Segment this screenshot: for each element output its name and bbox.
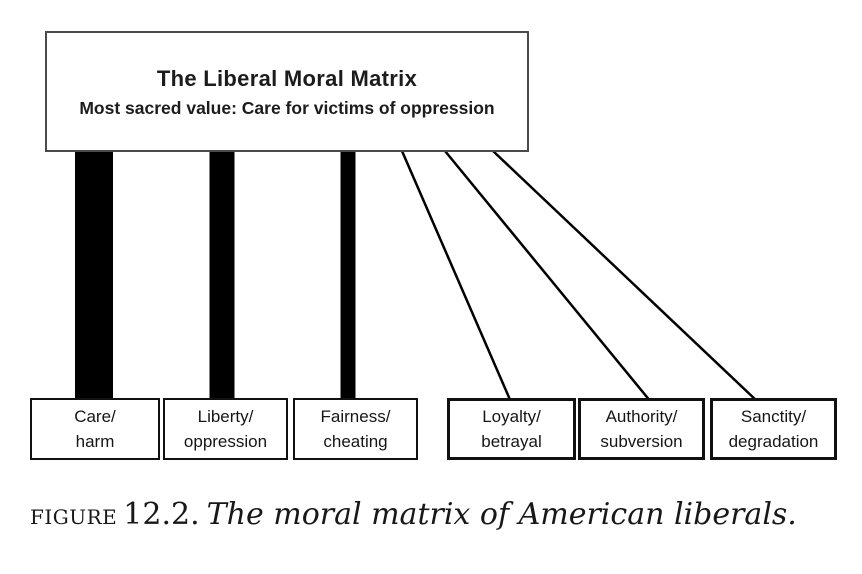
foundation-label-line2: harm [75, 432, 115, 451]
connector-weak [492, 150, 759, 403]
foundation-box-care-harm: Care/ harm [30, 398, 160, 460]
foundation-label-line2: degradation [728, 432, 819, 451]
foundation-label-line1: Sanctity/ [740, 407, 807, 426]
foundation-label-line2: oppression [183, 432, 268, 451]
foundation-label-line2: subversion [600, 432, 683, 451]
foundation-label-line1: Care/ [74, 407, 116, 426]
foundation-box-authority-subversion: Authority/ subversion [578, 398, 705, 460]
connector-weak [444, 150, 652, 403]
connector-weak [400, 150, 513, 403]
foundation-label-line1: Fairness/ [320, 407, 391, 426]
foundation-box-loyalty-betrayal: Loyalty/ betrayal [447, 398, 576, 460]
foundation-label-line2: betrayal [481, 432, 542, 451]
matrix-title: The Liberal Moral Matrix [156, 66, 418, 91]
foundation-box-liberty-oppression: Liberty/ oppression [163, 398, 288, 460]
caption-figure-label: FIGURE [30, 505, 118, 529]
liberal-moral-matrix-box: The Liberal Moral Matrix Most sacred val… [45, 31, 529, 152]
foundation-label-line2: cheating [323, 432, 388, 451]
foundation-label-line1: Loyalty/ [482, 407, 541, 426]
foundation-box-fairness-cheating: Fairness/ cheating [293, 398, 418, 460]
foundation-box-sanctity-degradation: Sanctity/ degradation [710, 398, 837, 460]
foundation-label-line1: Liberty/ [197, 407, 254, 426]
foundation-label-line1: Authority/ [605, 407, 678, 426]
caption-number: 12.2. [123, 497, 200, 532]
matrix-subtitle: Most sacred value: Care for victims of o… [79, 98, 495, 118]
caption-title: The moral matrix of American liberals. [206, 497, 797, 532]
